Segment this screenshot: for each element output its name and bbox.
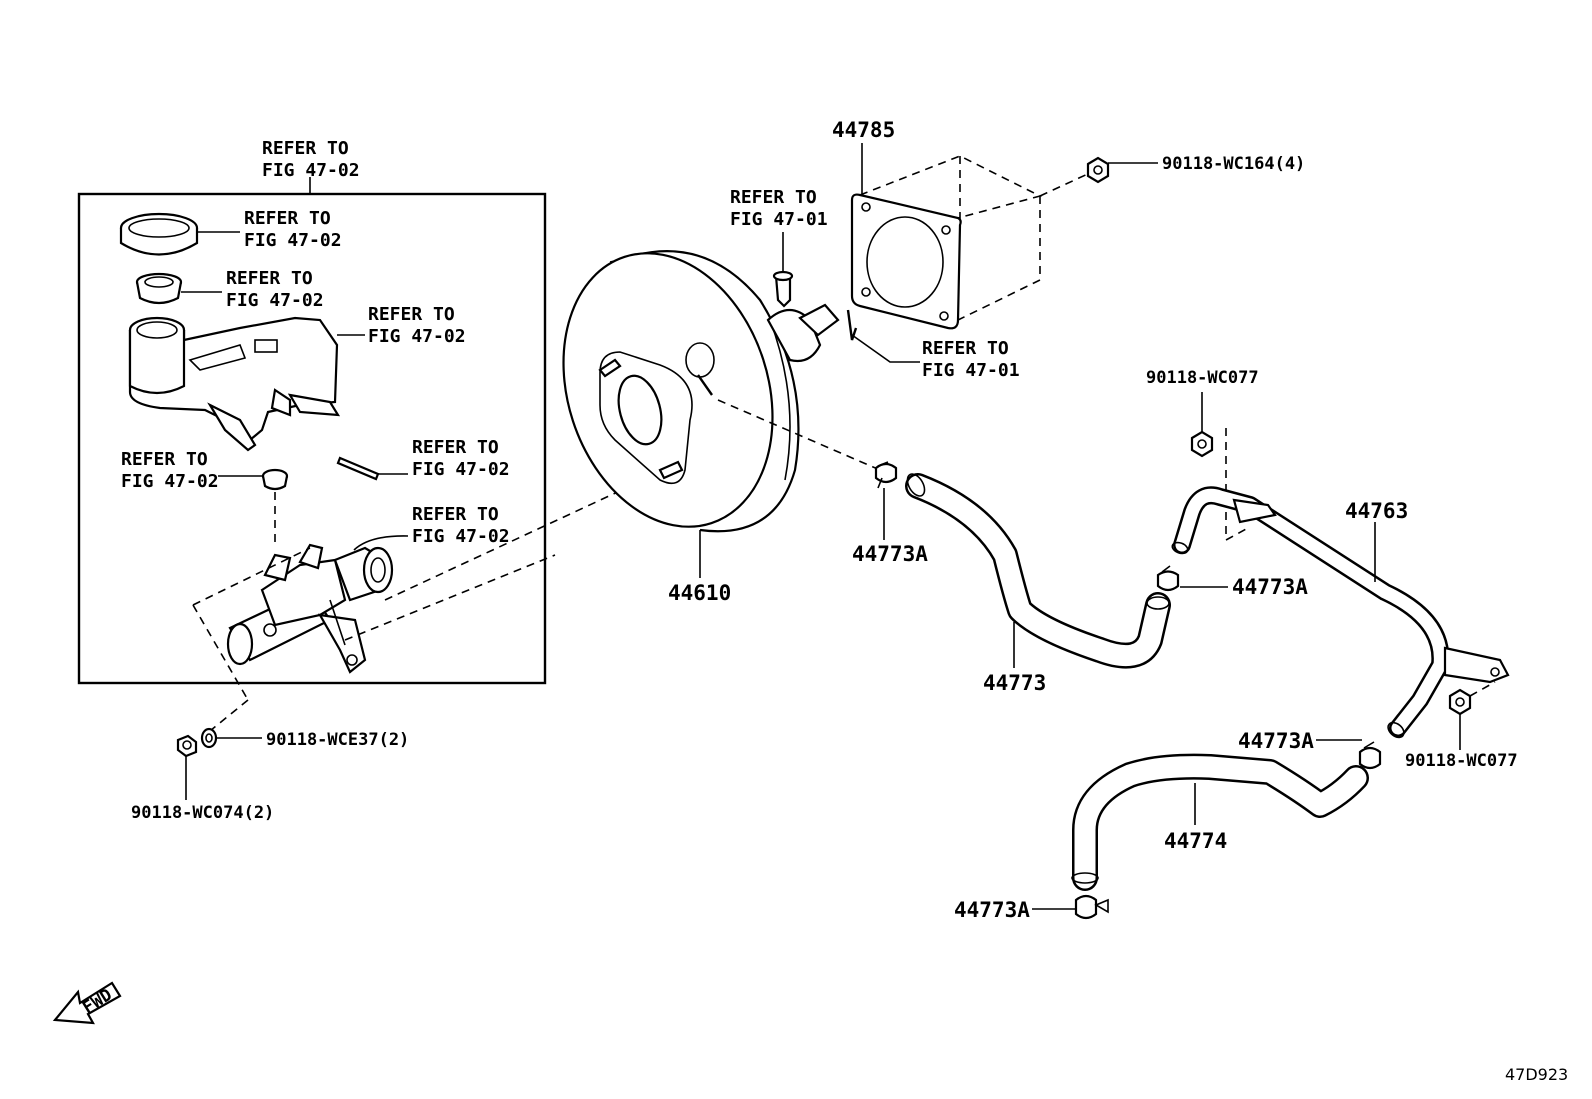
strainer-refer-line2: FIG 47-02 [226, 290, 324, 311]
clip-refer-line1: REFER TO [922, 338, 1009, 359]
bolt-right-bottom-part-number: 90118-WC077 [1405, 751, 1518, 771]
nut-top-part-number: 90118-WC164(4) [1162, 154, 1305, 174]
diagram-code: 47D923 [1505, 1065, 1568, 1084]
pin-refer-line1: REFER TO [412, 437, 499, 458]
nut-left [176, 734, 198, 758]
booster-part-number: 44610 [668, 581, 731, 605]
bolt-right-top-dashed [1225, 428, 1249, 542]
nut-top-dashed [1039, 171, 1093, 197]
washer-part-number: 90118-WCE37(2) [266, 730, 409, 750]
bolt-right-bottom [1448, 688, 1472, 716]
grommet-refer-line1: REFER TO [121, 449, 208, 470]
vacuum-tube-right [1171, 486, 1510, 739]
cylinder-dashed-outline-right [344, 554, 556, 641]
hose-clamp-a2 [1156, 565, 1180, 592]
clip-refer-line2: FIG 47-01 [922, 360, 1020, 381]
cap-refer-line1: REFER TO [244, 208, 331, 229]
pin-refer-line2: FIG 47-02 [412, 459, 510, 480]
vacuum-hose-main [905, 473, 1171, 669]
hose-main-part-number: 44773 [983, 671, 1046, 695]
master-cylinder-group-box [77, 192, 547, 685]
bolt-right-bottom-dashed [1469, 681, 1496, 697]
reservoir-refer-line2: FIG 47-02 [368, 326, 466, 347]
booster-gasket [850, 193, 962, 330]
reservoir-pin [336, 456, 380, 481]
reservoir-cap [119, 212, 199, 256]
hose-lower-part-number: 44774 [1164, 829, 1227, 853]
clamp-a3-part-number: 44773A [1238, 729, 1314, 753]
gasket-dashed-box-right [957, 196, 1041, 321]
bolt-right-top [1190, 430, 1214, 458]
clevis-clip [846, 309, 858, 341]
clamp-a2-part-number: 44773A [1232, 575, 1308, 599]
cylinder-dashed-outline-left [192, 604, 249, 701]
clevis-pin [772, 270, 794, 308]
tube-right-part-number: 44763 [1345, 499, 1408, 523]
reservoir-tank [128, 316, 341, 452]
cylinder-dashed-outline-top [192, 547, 311, 606]
hose-clamp-a1 [874, 461, 898, 489]
clevis-pin-refer-line2: FIG 47-01 [730, 209, 828, 230]
hose-clamp-a3 [1358, 741, 1382, 770]
group-refer-line1: REFER TO [262, 138, 349, 159]
hose-clamp-a4 [1074, 894, 1109, 920]
gasket-dashed-box-top [859, 155, 1043, 219]
bolt-right-top-part-number: 90118-WC077 [1146, 368, 1259, 388]
brake-booster [562, 250, 840, 533]
nut-top [1086, 156, 1110, 184]
clevis-pin-refer-line1: REFER TO [730, 187, 817, 208]
clamp-a4-part-number: 44773A [954, 898, 1030, 922]
clip-leader [851, 334, 920, 363]
nut-left-part-number: 90118-WC074(2) [131, 803, 274, 823]
cylinder-refer-line2: FIG 47-02 [412, 526, 510, 547]
cap-refer-line2: FIG 47-02 [244, 230, 342, 251]
forward-arrow-icon: FWD [52, 981, 122, 1025]
reservoir-refer-line1: REFER TO [368, 304, 455, 325]
washer [200, 727, 218, 749]
master-cylinder [226, 543, 394, 674]
booster-to-hose-dashed [717, 399, 881, 471]
reservoir-grommet [261, 468, 289, 491]
group-refer-line2: FIG 47-02 [262, 160, 360, 181]
vacuum-hose-lower [1071, 753, 1369, 891]
cylinder-refer-line1: REFER TO [412, 504, 499, 525]
reservoir-strainer [135, 272, 183, 305]
cylinder-leader [353, 535, 409, 551]
clamp-a1-part-number: 44773A [852, 542, 928, 566]
grommet-refer-line2: FIG 47-02 [121, 471, 219, 492]
strainer-refer-line1: REFER TO [226, 268, 313, 289]
gasket-part-number: 44785 [832, 118, 895, 142]
